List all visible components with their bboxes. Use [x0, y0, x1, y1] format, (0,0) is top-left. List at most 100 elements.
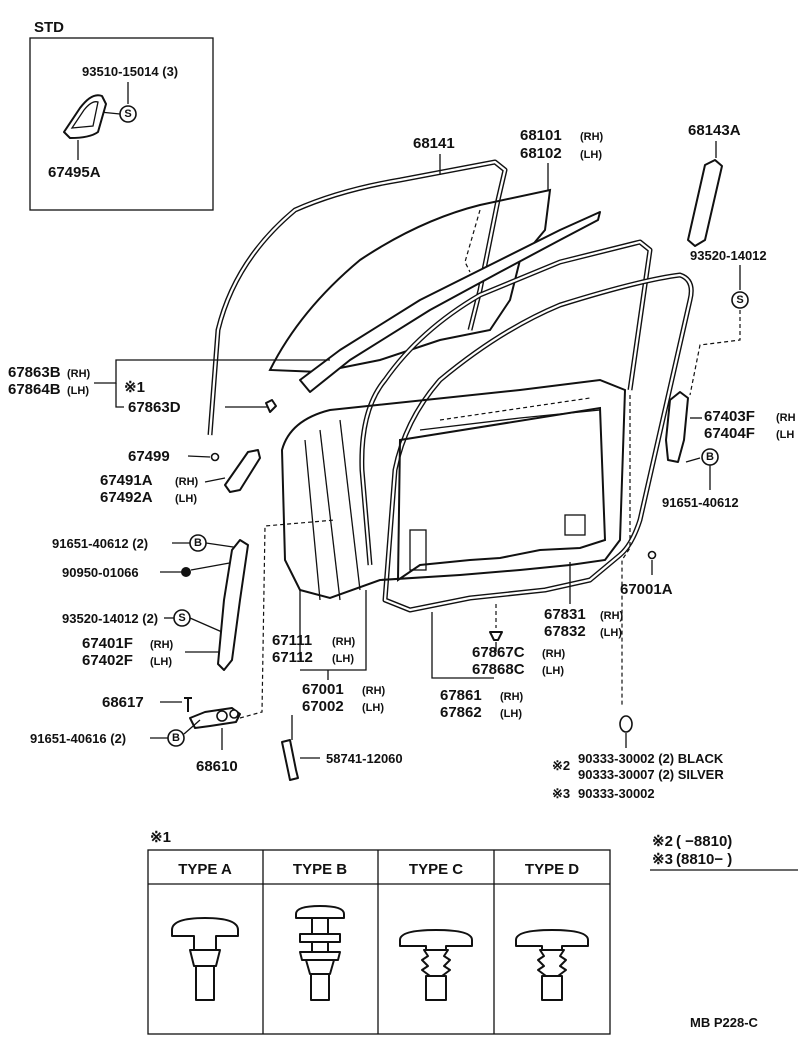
label-68617[interactable]: 68617 — [102, 694, 144, 711]
date-notes: ※2 ( −8810) ※3 (8810− ) — [650, 833, 798, 871]
label-67491A[interactable]: 67491A — [100, 472, 153, 489]
svg-text:B: B — [172, 732, 180, 744]
label-67861[interactable]: 67861 — [440, 687, 482, 704]
label-68102[interactable]: 68102 — [520, 145, 562, 162]
type-b-header: TYPE B — [293, 861, 347, 878]
label-67001[interactable]: 67001 — [302, 681, 344, 698]
outer-belt-weatherstrip — [299, 211, 601, 393]
label-91651-40612-right[interactable]: 91651-40612 — [662, 495, 739, 510]
side-67862: (LH) — [500, 708, 522, 720]
mark1-ref: ※1 — [124, 379, 145, 396]
type-d-header: TYPE D — [525, 861, 579, 878]
label-67863D[interactable]: 67863D — [128, 399, 181, 416]
door-run-channel-68143A — [687, 159, 723, 247]
label-68141[interactable]: 68141 — [413, 135, 455, 152]
side-67403F: (RH — [776, 412, 796, 424]
glass-run-68141 — [207, 159, 508, 436]
label-90333-30002-mark3[interactable]: 90333-30002 — [578, 786, 655, 801]
type-c-header: TYPE C — [409, 861, 463, 878]
svg-text:S: S — [736, 294, 743, 306]
clip-type-c-drawing — [399, 929, 473, 1001]
door-frame-weatherstrip-67861 — [359, 239, 653, 566]
label-67111[interactable]: 67111 — [272, 632, 312, 649]
label-91651-40612-left[interactable]: 91651-40612 (2) — [52, 536, 148, 551]
svg-text:S: S — [178, 612, 185, 624]
svg-text:S: S — [124, 108, 131, 120]
mark2-ref: ※2 — [552, 758, 570, 773]
label-67832[interactable]: 67832 — [544, 623, 586, 640]
side-67867C: (RH) — [542, 648, 566, 660]
label-67868C[interactable]: 67868C — [472, 661, 525, 678]
side-68102: (LH) — [580, 149, 602, 161]
clip-type-a-drawing — [171, 917, 239, 1001]
b-symbol-left-1: B — [189, 534, 207, 552]
label-93520-14012-right[interactable]: 93520-14012 — [690, 248, 767, 263]
upper-hinge-channel-67403F — [665, 391, 689, 463]
door-opening-weatherstrip-67831 — [382, 272, 694, 613]
side-67111: (RH) — [332, 636, 356, 648]
clip-type-b-drawing — [295, 905, 345, 1001]
date-note-mark3: ※3 — [652, 851, 673, 868]
label-93520-14012-left[interactable]: 93520-14012 (2) — [62, 611, 158, 626]
side-67001: (RH) — [362, 685, 386, 697]
std-title: STD — [34, 19, 64, 36]
label-68610[interactable]: 68610 — [196, 758, 238, 775]
std-part-drawing — [63, 94, 107, 139]
side-67402F: (LH) — [150, 656, 172, 668]
label-58741-12060[interactable]: 58741-12060 — [326, 751, 403, 766]
label-67112[interactable]: 67112 — [272, 649, 313, 666]
label-std-screw[interactable]: 93510-15014 (3) — [82, 64, 178, 79]
label-67862[interactable]: 67862 — [440, 704, 482, 721]
s-symbol-std: S — [119, 105, 137, 123]
label-67867C[interactable]: 67867C — [472, 644, 525, 661]
lower-hinge-channel-67401F — [217, 539, 249, 671]
seal-58741 — [281, 739, 299, 781]
date-note-mark2: ※2 — [652, 833, 673, 850]
label-67402F[interactable]: 67402F — [82, 652, 133, 669]
label-67831[interactable]: 67831 — [544, 606, 586, 623]
garnish-67491A — [224, 449, 261, 493]
label-67401F[interactable]: 67401F — [82, 635, 133, 652]
front-door-panel-67001 — [280, 378, 627, 601]
b-symbol-left-2: B — [167, 729, 185, 747]
side-67861: (RH) — [500, 691, 524, 703]
label-67403F[interactable]: 67403F — [704, 408, 755, 425]
label-90950-01066[interactable]: 90950-01066 — [62, 565, 139, 580]
s-symbol-right: S — [731, 291, 749, 309]
b-symbol-right: B — [701, 448, 719, 466]
date-note-range3: (8810− ) — [676, 851, 732, 868]
label-90333-30002-black[interactable]: 90333-30002 (2) BLACK — [578, 751, 724, 766]
label-67002[interactable]: 67002 — [302, 698, 344, 715]
label-90333-30007-silver[interactable]: 90333-30007 (2) SILVER — [578, 767, 724, 782]
label-91651-40616[interactable]: 91651-40616 (2) — [30, 731, 126, 746]
label-67863B[interactable]: 67863B — [8, 364, 61, 381]
svg-text:B: B — [194, 537, 202, 549]
side-67404F: (LH — [776, 429, 794, 441]
mark3-ref: ※3 — [552, 786, 570, 801]
date-note-range2: ( −8810) — [676, 833, 732, 850]
label-67864B[interactable]: 67864B — [8, 381, 61, 398]
label-67001A[interactable]: 67001A — [620, 581, 673, 598]
side-68101: (RH) — [580, 131, 604, 143]
side-67832: (LH) — [600, 627, 622, 639]
door-check-68610 — [189, 707, 241, 729]
std-box: STD 93510-15014 (3) S 67495A — [29, 19, 214, 211]
side-67868C: (LH) — [542, 665, 564, 677]
side-67863B: (RH) — [67, 368, 91, 380]
label-67495A[interactable]: 67495A — [48, 164, 101, 181]
footer-code: MB P228-C — [690, 1015, 759, 1030]
types-table-caption: ※1 — [150, 829, 171, 846]
label-68143A[interactable]: 68143A — [688, 122, 741, 139]
side-67491A: (RH) — [175, 476, 199, 488]
side-67831: (RH) — [600, 610, 624, 622]
clip-type-d-drawing — [515, 929, 589, 1001]
label-67404F[interactable]: 67404F — [704, 425, 755, 442]
side-67864B: (LH) — [67, 385, 89, 397]
label-67492A[interactable]: 67492A — [100, 489, 153, 506]
type-a-header: TYPE A — [178, 861, 232, 878]
label-67499[interactable]: 67499 — [128, 448, 170, 465]
label-68101[interactable]: 68101 — [520, 127, 562, 144]
side-67002: (LH) — [362, 702, 384, 714]
side-67492A: (LH) — [175, 493, 197, 505]
